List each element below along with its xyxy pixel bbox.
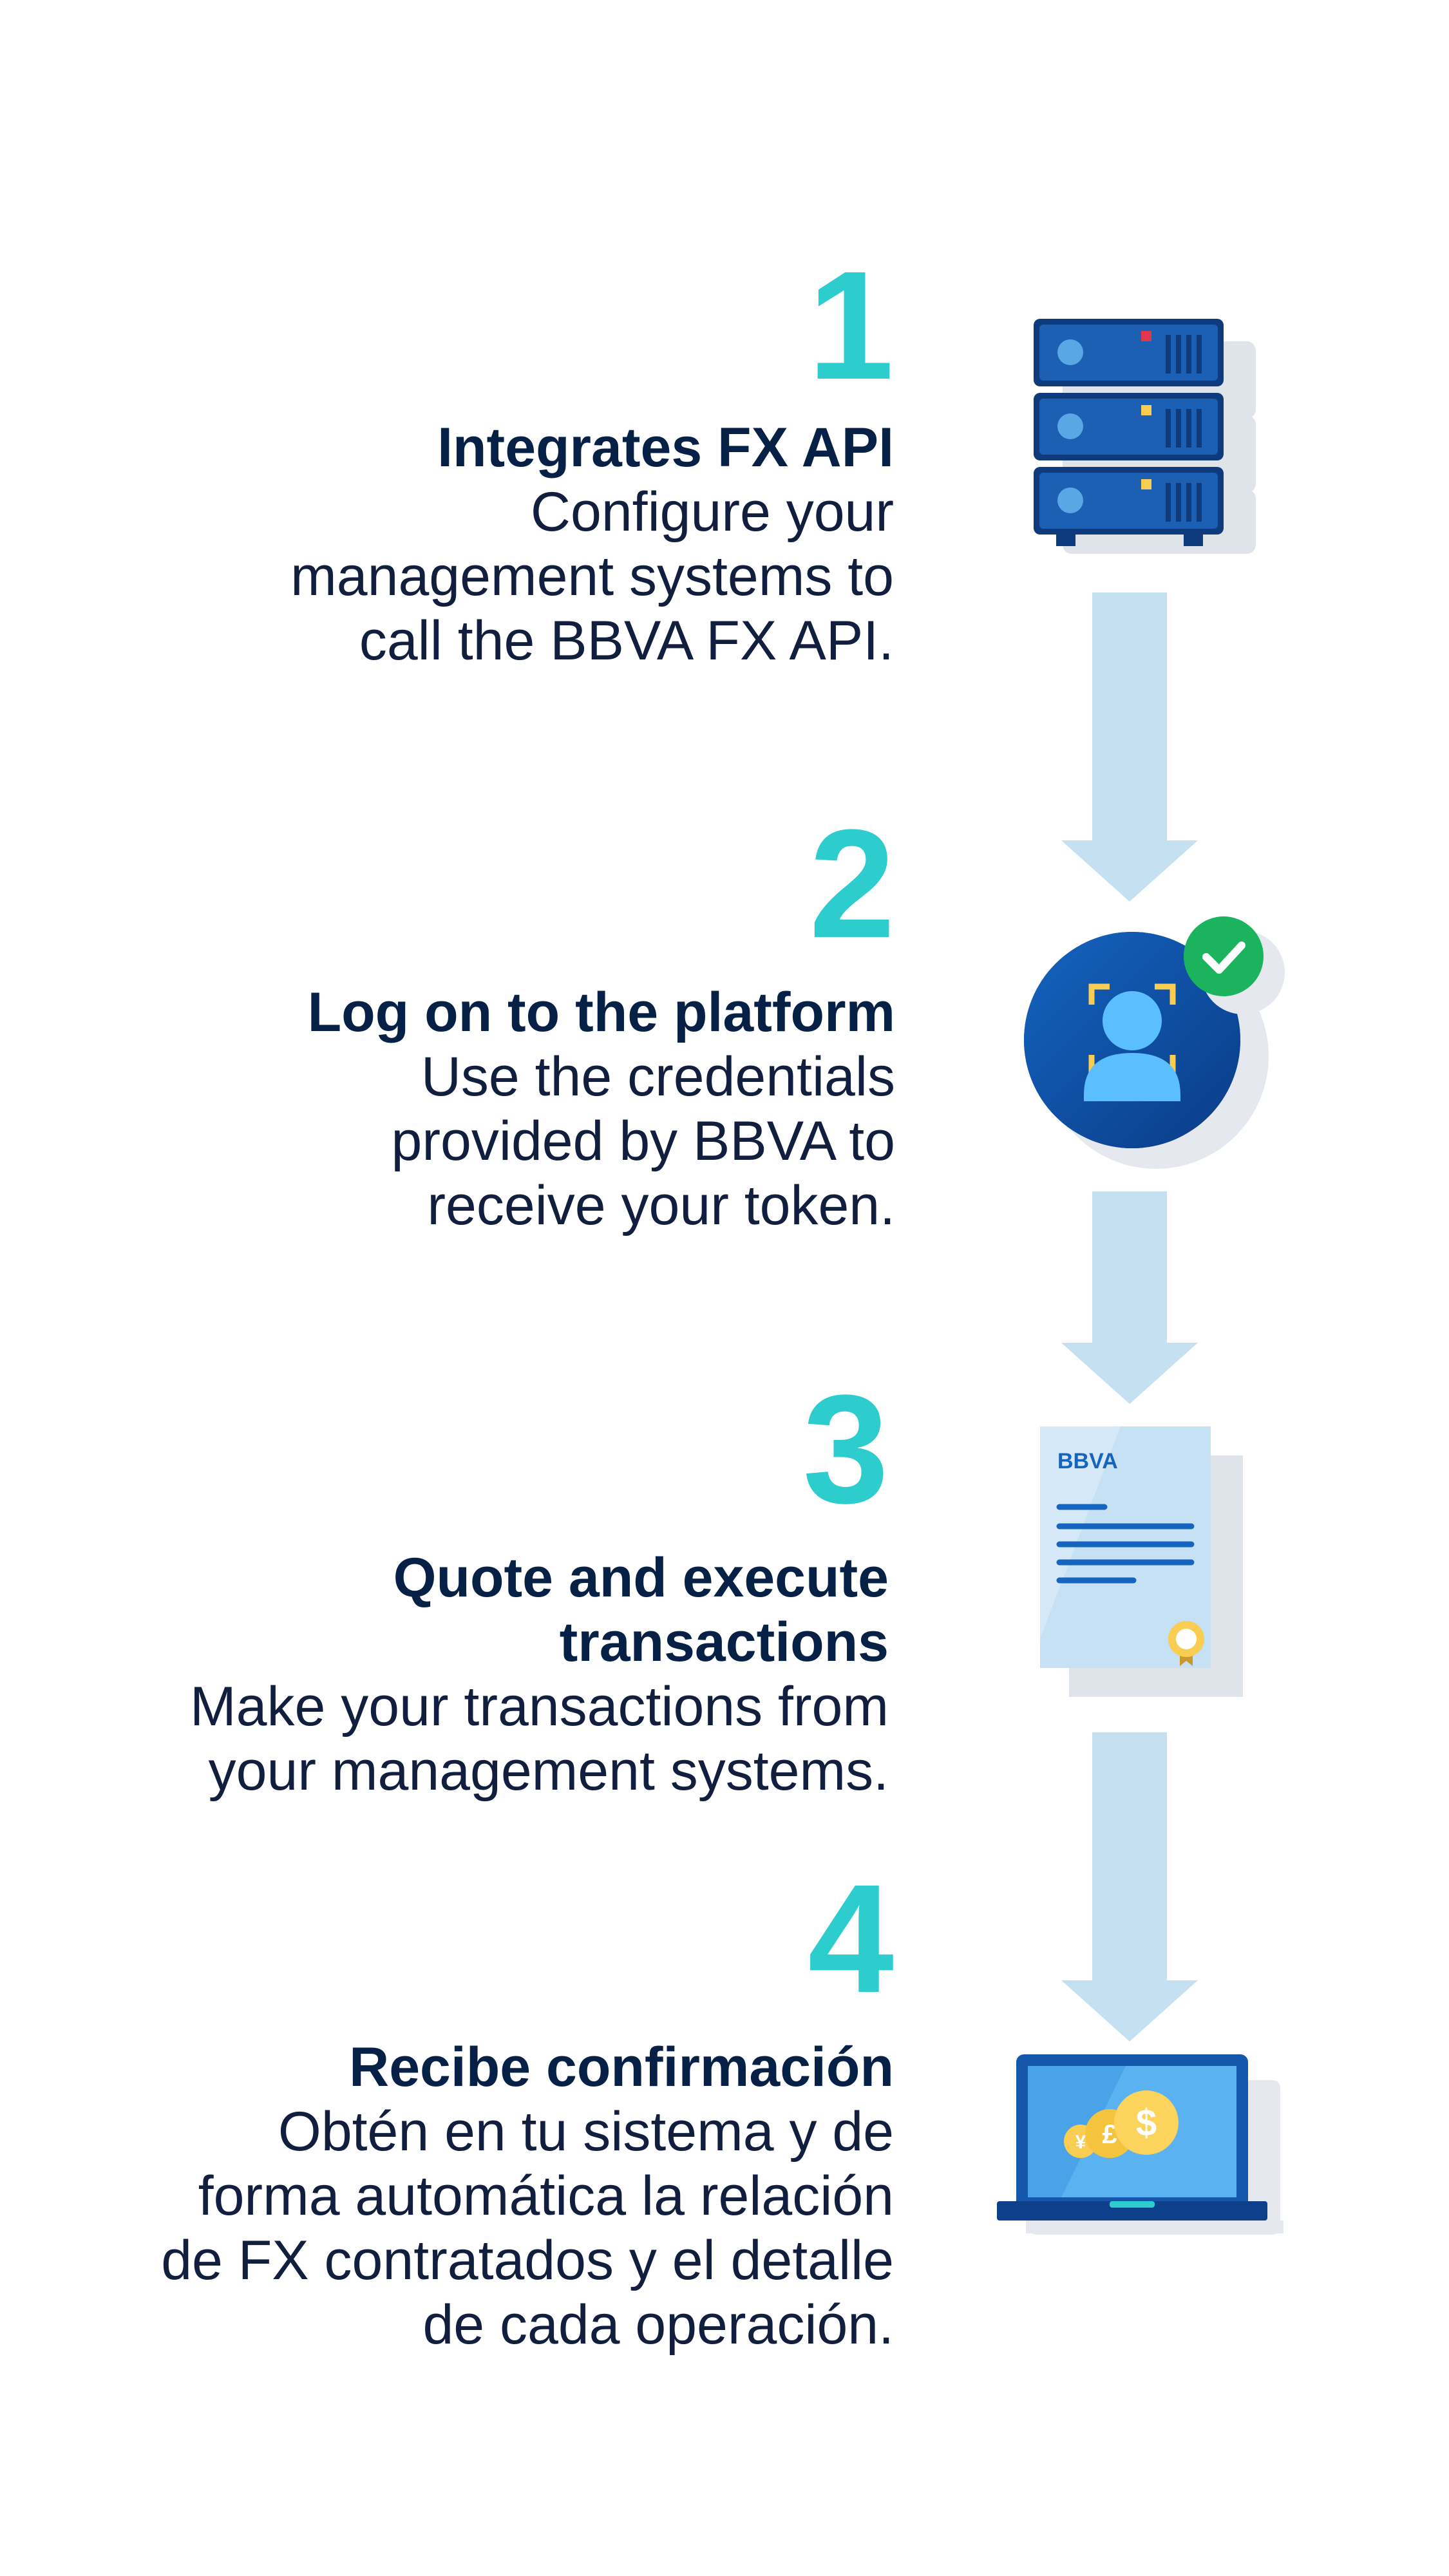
step-2-number: 2 xyxy=(809,797,895,970)
server-stack-icon xyxy=(1030,309,1262,570)
down-arrow-icon xyxy=(1061,1191,1198,1407)
document-certificate-icon: BBVA xyxy=(1037,1426,1249,1713)
step-1-title: Integrates FX API xyxy=(437,417,894,478)
step-3-text: 3 Quote and execute transactions Make yo… xyxy=(52,1372,889,1803)
down-arrow-icon xyxy=(1061,592,1198,905)
svg-text:$: $ xyxy=(1136,2102,1157,2144)
step-1-description-line: call the BBVA FX API. xyxy=(359,610,894,672)
down-arrow-icon xyxy=(1061,1732,1198,2045)
step-2-title: Log on to the platform xyxy=(307,981,895,1043)
step-3-number: 3 xyxy=(802,1363,889,1535)
step-3-description-line: your management systems. xyxy=(208,1740,889,1802)
user-verified-icon xyxy=(1018,908,1301,1182)
step-3-description-line: Make your transactions from xyxy=(190,1676,889,1738)
step-2-description-line: provided by BBVA to xyxy=(391,1110,895,1172)
step-4-title: Recibe confirmación xyxy=(349,2036,894,2098)
svg-text:£: £ xyxy=(1102,2119,1117,2149)
step-1-text: 1 Integrates FX API Configure your manag… xyxy=(185,248,894,673)
step-4-number: 4 xyxy=(808,1852,894,2025)
step-1-number: 1 xyxy=(808,239,894,412)
step-2-description-line: Use the credentials xyxy=(421,1046,895,1108)
step-2-description-line: receive your token. xyxy=(427,1175,895,1236)
laptop-coins-icon: ¥ £ $ xyxy=(997,2054,1287,2264)
step-1-description-line: management systems to xyxy=(290,545,894,607)
step-4-description-line: Obtén en tu sistema y de xyxy=(278,2101,894,2163)
step-4-description-line: forma automática la relación xyxy=(198,2165,894,2227)
step-1-description-line: Configure your xyxy=(530,481,894,543)
step-4-description-line: de cada operación. xyxy=(422,2294,894,2356)
step-3-title-line: transactions xyxy=(559,1611,889,1673)
svg-text:¥: ¥ xyxy=(1075,2132,1086,2153)
step-4-text: 4 Recibe confirmación Obtén en tu sistem… xyxy=(0,1861,894,2357)
document-logo: BBVA xyxy=(1057,1449,1118,1473)
step-4-description-line: de FX contratados y el detalle xyxy=(161,2230,894,2291)
step-3-title-line: Quote and execute xyxy=(393,1547,889,1609)
step-2-text: 2 Log on to the platform Use the credent… xyxy=(58,806,895,1238)
